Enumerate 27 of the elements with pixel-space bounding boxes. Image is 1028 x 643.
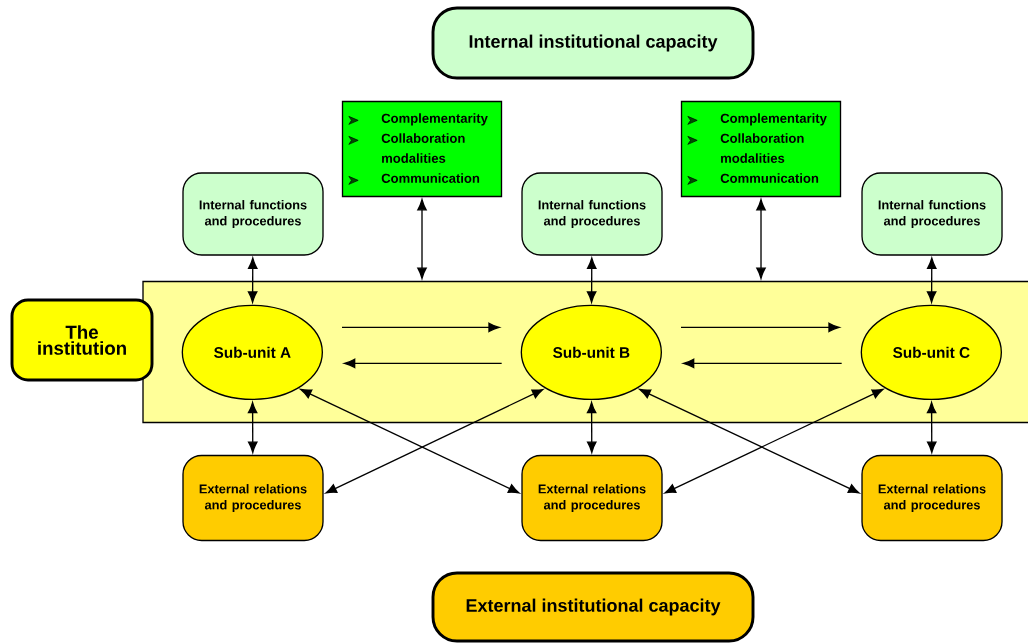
arrow [586,257,597,303]
process-box: External relations and procedures [521,454,663,542]
title-box: Internal institutional capacity [431,6,755,80]
process-box: Internal functions and procedures [521,172,663,256]
list-box: Complementarity Collaboration modalities Communication [680,100,842,198]
arrow [682,358,843,369]
list-box: Complementarity Collaboration modalities Communication [341,100,503,198]
title-box: External institutional capacity [431,571,755,643]
process-box: Internal functions and procedures [182,172,324,256]
arrow [680,322,840,333]
process-box: External relations and procedures [182,454,324,542]
arrow [926,257,937,303]
process-box: External relations and procedures [861,454,1003,542]
arrow [926,401,937,453]
arrow [300,388,520,494]
arrow [756,199,766,279]
institution-box: The institution [10,298,154,382]
process-box: Internal functions and procedures [861,172,1003,256]
arrow [343,358,503,369]
arrow [247,401,258,453]
arrow [341,322,500,333]
arrow [664,388,884,494]
arrow [586,401,597,453]
arrow [639,388,860,494]
arrow [247,257,258,303]
arrow [325,388,544,494]
arrow [417,199,427,279]
